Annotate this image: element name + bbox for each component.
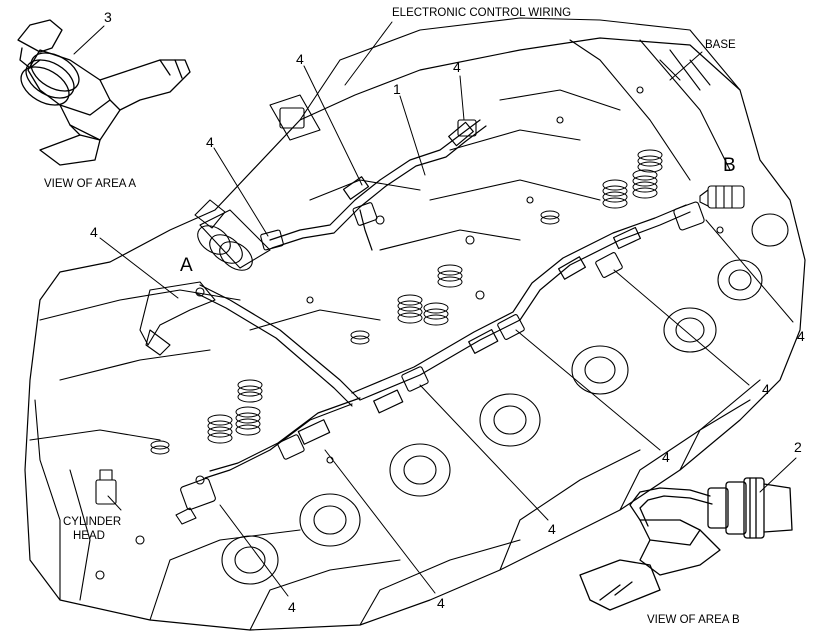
callout-2: 2 bbox=[794, 439, 802, 455]
callout-4-left: 4 bbox=[90, 224, 98, 240]
callout-4-mid-right: 4 bbox=[662, 449, 670, 465]
exhaust-ports bbox=[221, 213, 789, 585]
label-area-a: A bbox=[180, 255, 193, 276]
main-harness-connector bbox=[194, 94, 321, 271]
callout-4-far-right: 4 bbox=[797, 328, 805, 344]
callout-4-bottom-mid: 4 bbox=[437, 595, 445, 611]
callout-4-bottom-left: 4 bbox=[288, 599, 296, 615]
callout-4-upper-right: 4 bbox=[453, 59, 461, 75]
callout-1: 1 bbox=[393, 81, 401, 97]
callout-4-top: 4 bbox=[296, 51, 304, 67]
area-a-bracket bbox=[139, 281, 216, 356]
label-cylinder-head-line1: CYLINDER bbox=[63, 516, 122, 528]
wiring-harness bbox=[195, 119, 691, 479]
valve-springs bbox=[150, 149, 663, 455]
fasteners bbox=[95, 86, 724, 580]
label-cylinder-head-line2: HEAD bbox=[73, 530, 105, 542]
label-view-area-b: VIEW OF AREA B bbox=[647, 614, 740, 626]
callout-4-upper-left: 4 bbox=[206, 134, 214, 150]
label-view-area-a: VIEW OF AREA A bbox=[44, 178, 137, 190]
label-electronic-control-wiring: ELECTRONIC CONTROL WIRING bbox=[392, 7, 572, 19]
label-area-b: B bbox=[723, 155, 736, 176]
cylinder-head-bolt bbox=[95, 469, 117, 505]
inset-view-area-a bbox=[17, 19, 191, 166]
area-b-fitting bbox=[699, 185, 745, 209]
callout-4-mid: 4 bbox=[548, 521, 556, 537]
inset-view-area-b bbox=[579, 477, 793, 611]
cylinder-head-outline bbox=[24, 17, 806, 631]
injector-connectors bbox=[175, 119, 705, 525]
callout-3: 3 bbox=[104, 9, 112, 25]
callout-leaders bbox=[73, 21, 797, 597]
label-base: BASE bbox=[705, 39, 736, 51]
callout-4-right: 4 bbox=[762, 381, 770, 397]
